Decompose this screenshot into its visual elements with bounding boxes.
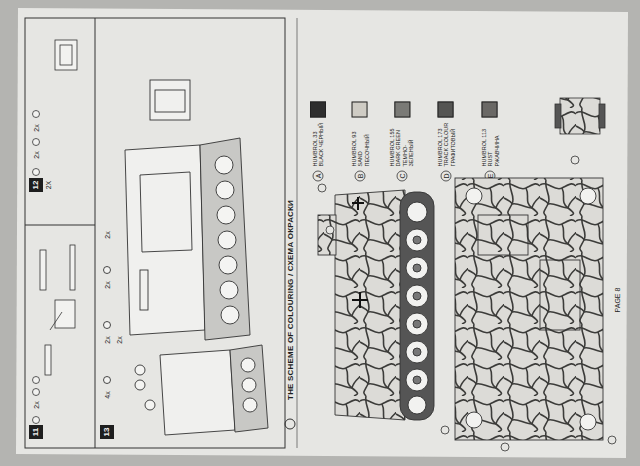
colour-letter: E (487, 174, 494, 179)
legend-text: HUMBROL 93 SAND ПЕСОЧНЫЙ (351, 121, 370, 167)
title-icon (285, 419, 295, 429)
scheme-callouts (318, 156, 616, 451)
page-number: PAGE 8 (614, 288, 621, 313)
step-number-text: 13 (103, 428, 111, 437)
colour-swatch (352, 102, 368, 118)
step-number-text: 12 (32, 181, 40, 190)
paper-sheet (16, 8, 628, 458)
legend-entry: HUMBROL 93 SAND ПЕСОЧНЫЙ (351, 102, 370, 167)
step-number: 12 (29, 178, 43, 192)
legend-entry: HUMBROL 113 RUST РЖАВЧИНА (481, 102, 500, 167)
side-view (318, 190, 434, 420)
quantity-label: 2x (104, 231, 111, 238)
title-rule (297, 18, 298, 448)
legend-text: HUMBROL 155 DARK GREEN ТЕМНО-ЗЕЛЕНЫЙ (389, 121, 414, 167)
legend-text: HUMBROL 33 BLACK ЧЕРНЫЙ (312, 121, 325, 167)
step-number: 13 (100, 425, 114, 439)
quantity-label: 2x (116, 336, 123, 343)
step-number-text: 11 (32, 428, 40, 436)
step11-parts (33, 245, 76, 424)
colour-swatch (310, 102, 326, 118)
step13-vehicle (104, 80, 269, 435)
diagram-title: THE SCHEME OF COLOURING / СХЕМА ОКРАСКИ (286, 200, 295, 400)
legend-entry: HUMBROL 33 BLACK ЧЕРНЫЙ (310, 102, 326, 167)
quantity-label: 2X (45, 181, 52, 190)
quantity-label: 2x (33, 401, 40, 408)
legend-entry: HUMBROL 155 DARK GREEN ТЕМНО-ЗЕЛЕНЫЙ (389, 102, 414, 167)
colour-letter: B (357, 174, 364, 179)
quantity-label: 2x (33, 124, 40, 131)
colour-swatch (438, 102, 454, 118)
step-number: 11 (29, 425, 43, 439)
step12-parts (33, 40, 78, 176)
colour-letter: A (315, 174, 322, 179)
legend-text: HUMBROL 173 TRACK COLOUR ГРАФИТОВЫЙ (437, 121, 456, 167)
colour-letter: D (443, 173, 450, 178)
front-view (555, 98, 605, 134)
legend-entry: HUMBROL 173 TRACK COLOUR ГРАФИТОВЫЙ (437, 102, 456, 167)
colour-swatch (394, 102, 410, 118)
legend-text: HUMBROL 113 RUST РЖАВЧИНА (481, 121, 500, 167)
colour-letter: C (399, 173, 406, 178)
colour-swatch (482, 102, 498, 118)
quantity-label: 4x (104, 391, 111, 398)
top-view (455, 178, 603, 440)
quantity-label: 2x (104, 281, 111, 288)
step-frames (25, 18, 285, 448)
quantity-label: 2x (104, 336, 111, 343)
quantity-label: 2x (33, 151, 40, 158)
